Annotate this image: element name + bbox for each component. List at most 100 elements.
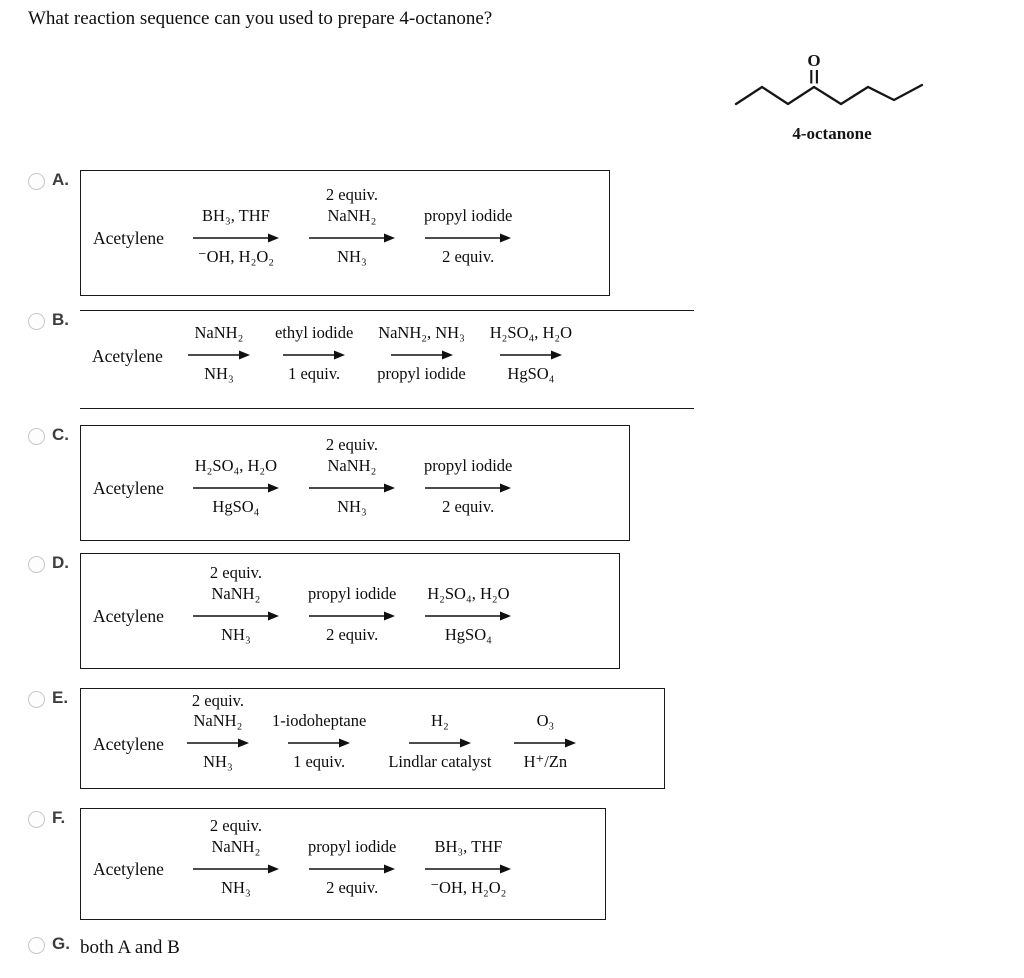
step-bottom-label: HgSO₄	[444, 624, 492, 644]
arrow-icon	[425, 233, 512, 243]
option-letter: B.	[52, 310, 69, 329]
step-top-label: BH₃, THF	[202, 205, 270, 225]
reactant: Acetylene	[93, 859, 164, 912]
reaction-scheme: Acetylene 2 equiv. NaNH₂ NH₃ propyl iodide 2…	[81, 816, 512, 911]
reactant: Acetylene	[93, 733, 164, 786]
arrow-icon	[309, 611, 396, 621]
step-top-label: 2 equiv. NaNH₂	[209, 816, 262, 856]
reaction-arrow	[424, 479, 512, 495]
step-bottom-label: HgSO₄	[212, 496, 260, 516]
step-top-label: H₂	[431, 711, 449, 730]
reaction-arrow	[308, 229, 396, 245]
reaction-arrow	[513, 734, 577, 750]
reaction-arrow	[192, 479, 280, 495]
reactant: Acetylene	[93, 478, 164, 531]
reactant: Acetylene	[92, 345, 163, 398]
arrow-icon	[192, 233, 279, 243]
reaction-arrow	[308, 479, 396, 495]
step-top-label: H₂SO₄, H₂O	[194, 455, 278, 475]
option-text: both A and B	[80, 937, 180, 958]
reaction-arrow	[192, 860, 280, 876]
arrow-icon	[309, 864, 396, 874]
reaction-step: BH₃, THF⁻OH, H₂O₂	[192, 204, 280, 281]
option-letter: C.	[52, 425, 69, 444]
arrow-icon	[499, 350, 562, 360]
step-bottom-label: NH₃	[221, 624, 251, 644]
radio-button-c[interactable]	[28, 428, 45, 445]
radio-button-d[interactable]	[28, 556, 45, 573]
radio-button-e[interactable]	[28, 691, 45, 708]
option-row-c: C. Acetylene H₂SO₄, H₂O HgSO₄ 2 equiv. NaNH₂…	[0, 425, 1024, 541]
option-row-g: G. both A and B	[0, 934, 1024, 959]
reaction-step: H₂ Lindlar catalyst	[388, 709, 491, 786]
reaction-arrow	[390, 346, 454, 362]
reaction-arrow	[186, 734, 250, 750]
step-top-label: propyl iodide	[307, 583, 397, 603]
reaction-arrow	[499, 346, 563, 362]
reaction-arrow	[308, 607, 396, 623]
reactant-label: Acetylene	[93, 228, 164, 249]
step-bottom-label: 1 equiv.	[293, 752, 346, 772]
reaction-step: propyl iodide 2 equiv.	[308, 582, 396, 659]
arrow-icon	[408, 738, 471, 748]
reaction-step: propyl iodide 2 equiv.	[308, 835, 396, 912]
radio-button-g[interactable]	[28, 937, 45, 954]
step-bottom-label: NH₃	[221, 877, 251, 897]
arrow-icon	[192, 483, 279, 493]
radio-button-f[interactable]	[28, 811, 45, 828]
arrow-icon	[514, 738, 577, 748]
reaction-box: Acetylene 2 equiv. NaNH₂ NH₃ propyl iodide 2…	[80, 808, 606, 920]
radio-button-b[interactable]	[28, 313, 45, 330]
reactant-label: Acetylene	[92, 345, 163, 366]
reaction-arrow	[408, 734, 472, 750]
arrow-icon	[192, 864, 279, 874]
arrow-icon	[425, 864, 512, 874]
option-letter: E.	[52, 688, 69, 707]
4-octanone-structure-icon: O	[734, 51, 924, 106]
reaction-arrow	[424, 229, 512, 245]
arrow-icon	[425, 611, 512, 621]
step-bottom-label: 2 equiv.	[326, 624, 379, 644]
step-top-label: propyl iodide	[423, 455, 513, 475]
question-text: What reaction sequence can you used to p…	[28, 8, 493, 29]
option-letter: G.	[52, 934, 70, 953]
step-top-label: NaNH₂, NH₃	[378, 322, 465, 342]
step-top-label: BH₃, THF	[434, 836, 503, 856]
reaction-step: 1-iodoheptane 1 equiv.	[272, 709, 366, 786]
reaction-arrow	[287, 734, 351, 750]
step-bottom-label: ⁻OH, H₂O₂	[430, 877, 507, 897]
step-bottom-label: 2 equiv.	[326, 877, 379, 897]
step-top-label: H₂SO₄, H₂O	[489, 322, 573, 342]
carbonyl-oxygen-label: O	[807, 51, 820, 70]
step-bottom-label: Lindlar catalyst	[388, 752, 492, 772]
step-top-label: 1-iodoheptane	[271, 711, 367, 730]
step-top-label: propyl iodide	[307, 836, 397, 856]
option-letter: A.	[52, 170, 69, 189]
radio-button-a[interactable]	[28, 173, 45, 190]
reactant: Acetylene	[93, 228, 164, 281]
reactant-label: Acetylene	[93, 606, 164, 627]
option-letter: D.	[52, 553, 69, 572]
reaction-box: Acetylene BH₃, THF⁻OH, H₂O₂ 2 equiv. NaNH₂…	[80, 170, 610, 296]
arrow-icon	[288, 738, 351, 748]
step-top-label: O₃	[536, 711, 555, 730]
reaction-scheme: Acetylene BH₃, THF⁻OH, H₂O₂ 2 equiv. NaNH₂…	[81, 185, 512, 280]
reactant-label: Acetylene	[93, 733, 164, 754]
